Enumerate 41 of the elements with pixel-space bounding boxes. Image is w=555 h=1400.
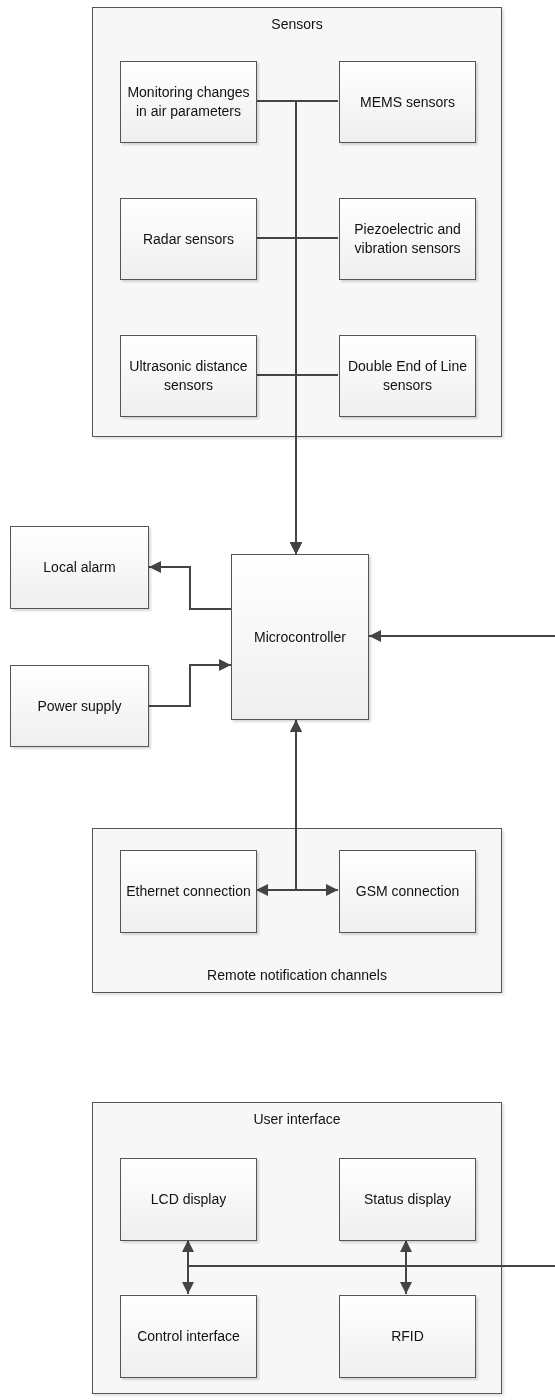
block-label: RFID — [391, 1327, 424, 1346]
block-box — [120, 850, 257, 933]
block-box — [339, 1158, 476, 1241]
block-box — [120, 198, 257, 280]
group-title: Sensors — [270, 15, 324, 34]
block-label: Status display — [363, 1190, 452, 1209]
group-title: User interface — [252, 1110, 342, 1129]
group-frame — [92, 1102, 502, 1394]
arrow — [148, 561, 232, 610]
block-box — [339, 61, 476, 143]
block-label: Monitoring changes in air parameters — [126, 83, 251, 121]
block-box — [339, 198, 476, 280]
block-box — [339, 850, 476, 933]
block-label: MEMS sensors — [360, 92, 455, 112]
block-label: Microcontroller — [254, 627, 346, 647]
block-box — [120, 1158, 257, 1241]
block-label: Control interface — [137, 1327, 240, 1346]
block-label: Power supply — [37, 696, 122, 716]
block-label: GSM connection — [355, 882, 460, 901]
block-label: Radar sensors — [142, 229, 234, 249]
block-box — [120, 1295, 257, 1378]
block-label: Piezoelectric and vibration sensors — [353, 220, 462, 258]
arrow — [148, 659, 232, 707]
block-box — [339, 1295, 476, 1378]
group-frame — [92, 828, 502, 993]
block-label: Ethernet connection — [126, 882, 251, 901]
arrow — [290, 719, 339, 896]
block-label: LCD display — [150, 1190, 227, 1209]
block-label: Double End of Line sensors — [346, 357, 469, 395]
block-label: Local alarm — [43, 558, 116, 577]
group-frame — [92, 7, 502, 437]
group-title: Remote notification channels — [206, 966, 388, 985]
block-label: Ultrasonic distance sensors — [128, 357, 249, 395]
block-box — [10, 526, 149, 609]
block-box — [120, 61, 257, 143]
block-box — [231, 554, 369, 720]
block-box — [10, 665, 149, 747]
arrow — [290, 374, 339, 555]
block-box — [339, 335, 476, 417]
block-box — [120, 335, 257, 417]
arrow — [368, 630, 555, 642]
